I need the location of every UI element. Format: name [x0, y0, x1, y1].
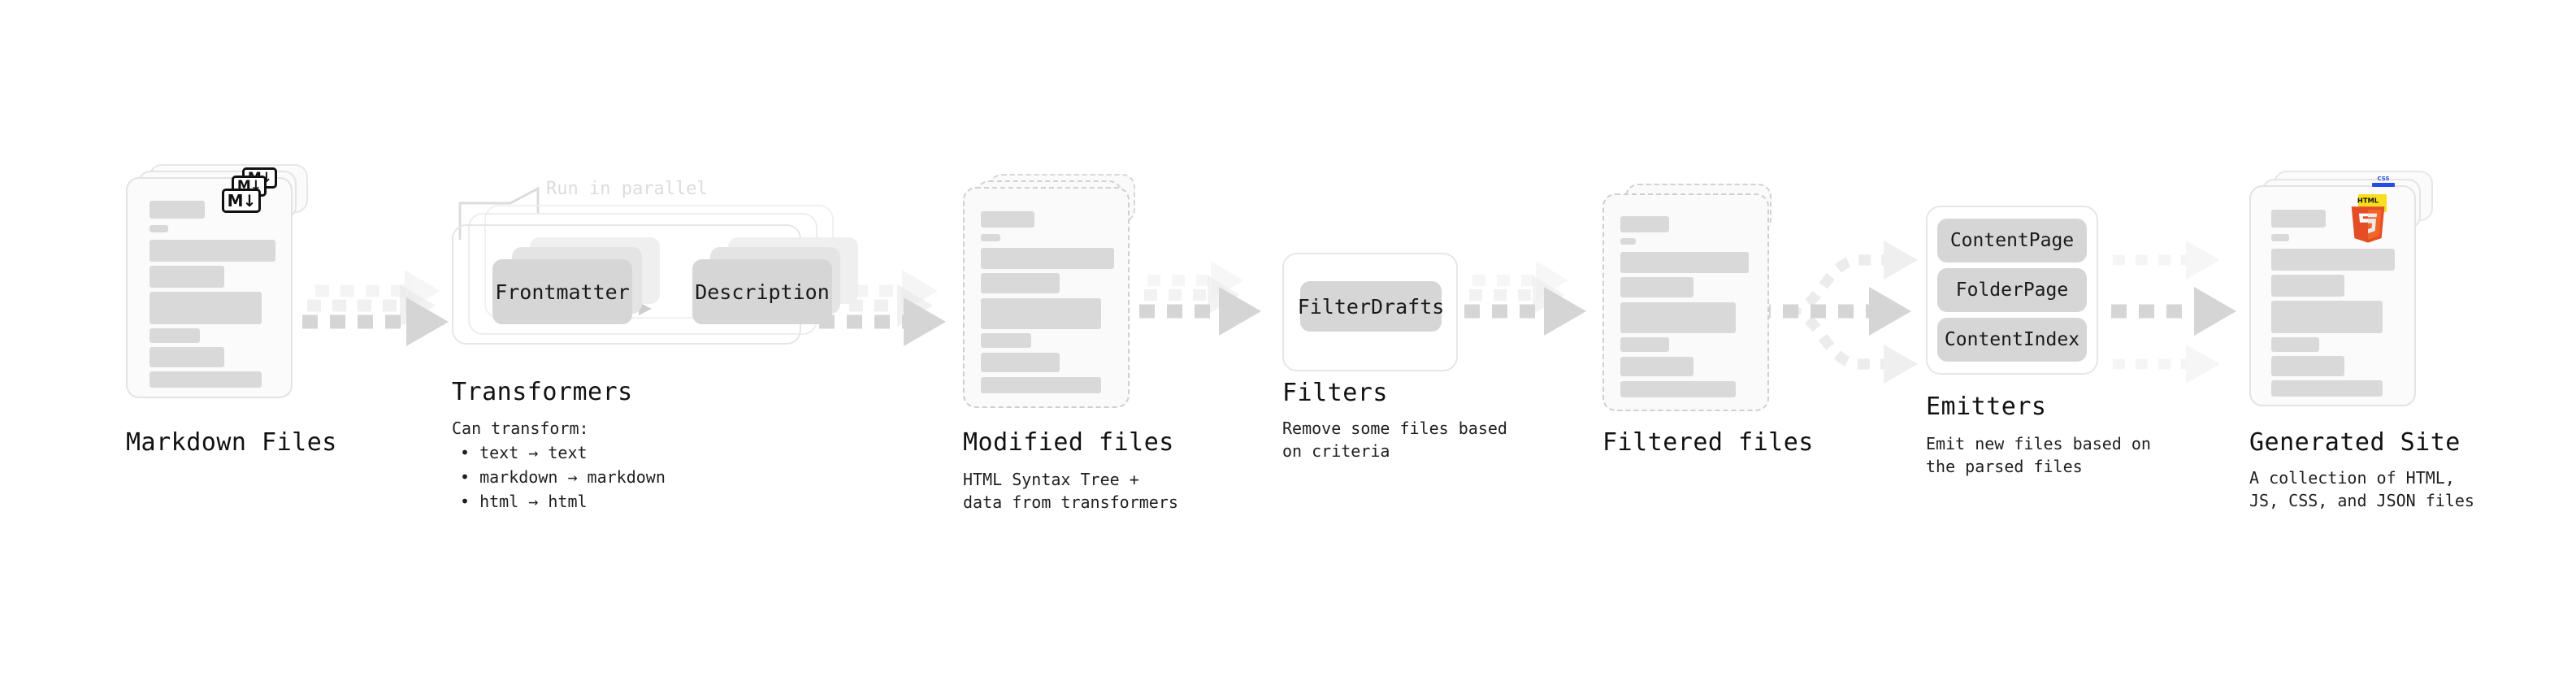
emitters-title: Emitters — [1926, 393, 2047, 421]
markdown-badge-arrow: ↓ — [242, 191, 257, 210]
emitters-subtitle-line-1: Emit new files based on — [1926, 434, 2151, 453]
generated-site-subtitle-line-2: JS, CSS, and JSON files — [2249, 491, 2474, 510]
skeleton-title — [1620, 216, 1669, 232]
skeleton-block-4 — [2271, 337, 2319, 352]
chip-frontmatter[interactable]: Frontmatter — [492, 259, 632, 324]
skeleton-block-2 — [1620, 277, 1693, 297]
generated-site-title: Generated Site — [2249, 428, 2461, 457]
skeleton-subtitle — [150, 225, 168, 232]
skeleton-block-5 — [150, 347, 224, 367]
skeleton-block-6 — [2271, 380, 2383, 397]
chip-contentpage[interactable]: ContentPage — [1937, 219, 2087, 262]
arrow-filters-to-filtered — [1464, 261, 1586, 336]
transformers-bullets: • text → text • markdown → markdown • ht… — [460, 440, 666, 514]
skeleton-subtitle — [1620, 238, 1636, 245]
skeleton-block-3 — [981, 298, 1101, 329]
skeleton-block-2 — [2271, 275, 2344, 297]
chip-folderpage[interactable]: FolderPage — [1937, 268, 2087, 312]
transformers-bullet-2: • html → html — [460, 492, 588, 511]
chip-description[interactable]: Description — [692, 259, 832, 324]
skeleton-block-5 — [2271, 356, 2344, 376]
skeleton-block-2 — [150, 266, 224, 288]
markdown-badge-letter: M — [227, 191, 244, 210]
skeleton-block-2 — [981, 273, 1060, 293]
skeleton-block-3 — [1620, 302, 1736, 333]
filtered-files-stack — [1602, 184, 1781, 421]
css-badge-label: CSS — [2377, 176, 2390, 182]
emitters-group: ContentPage FolderPage ContentIndex — [1926, 206, 2098, 375]
modified-files-title: Modified files — [963, 428, 1174, 457]
transformers-subtitle: Can transform: — [452, 419, 589, 438]
arrow-markdown-to-transformers — [302, 270, 449, 346]
filters-group: FilterDrafts — [1282, 253, 1458, 371]
skeleton-block-6 — [1620, 381, 1736, 397]
skeleton-block-5 — [981, 353, 1060, 372]
skeleton-block-4 — [981, 333, 1031, 348]
html5-badge: HTML — [2348, 195, 2387, 244]
emitters-box — [1926, 206, 2098, 375]
filtered-sheet-front — [1602, 193, 1769, 411]
css-badge: CSS — [2372, 176, 2395, 187]
filters-subtitle-line-1: Remove some files based — [1282, 419, 1507, 438]
site-sheet-front — [2249, 185, 2416, 406]
skeleton-block-4 — [150, 328, 200, 343]
modified-files-subtitle-line-1: HTML Syntax Tree + — [963, 470, 1139, 489]
chip-filterdrafts[interactable]: FilterDrafts — [1298, 281, 1444, 332]
skeleton-block-1 — [2271, 249, 2395, 271]
skeleton-title — [150, 201, 205, 219]
arrow-emitters-to-site — [2111, 241, 2236, 384]
skeleton-block-1 — [150, 240, 275, 262]
markdown-badge: M↓ — [222, 189, 261, 213]
filters-subtitle-line-2: on criteria — [1282, 441, 1390, 461]
skeleton-block-1 — [1620, 252, 1749, 273]
modified-sheet-front — [963, 187, 1130, 408]
arrow-modified-to-filters — [1139, 261, 1261, 336]
skeleton-title — [2271, 210, 2326, 228]
skeleton-block-6 — [150, 371, 262, 388]
skeleton-block-3 — [2271, 301, 2383, 333]
transformers-title: Transformers — [452, 378, 633, 406]
transformers-group: Frontmatter Description — [452, 205, 858, 359]
markdown-sheet-front — [126, 177, 293, 398]
html5-badge-label: HTML — [2357, 197, 2379, 205]
skeleton-block-4 — [1620, 337, 1669, 352]
markdown-files-stack: M↓ M↓ M↓ — [126, 164, 313, 413]
modified-files-subtitle-line-2: data from transformers — [963, 492, 1178, 512]
generated-site-subtitle-line-1: A collection of HTML, — [2249, 468, 2455, 488]
markdown-files-title: Markdown Files — [126, 428, 337, 457]
emitters-subtitle-line-2: the parsed files — [1926, 457, 2083, 476]
skeleton-block-1 — [981, 248, 1114, 269]
skeleton-block-6 — [981, 377, 1101, 393]
skeleton-title — [981, 211, 1034, 228]
filters-box — [1282, 253, 1458, 371]
modified-files-stack — [963, 174, 1142, 414]
filters-title: Filters — [1282, 379, 1388, 407]
skeleton-block-5 — [1620, 357, 1693, 376]
skeleton-subtitle — [2271, 234, 2289, 241]
skeleton-subtitle — [981, 234, 1000, 241]
transformers-bullet-1: • markdown → markdown — [460, 467, 666, 487]
run-in-parallel-label: Run in parallel — [546, 179, 708, 199]
generated-site-stack: CSS HTML — [2249, 171, 2436, 417]
transformers-bullet-0: • text → text — [460, 443, 588, 462]
chip-contentindex[interactable]: ContentIndex — [1937, 318, 2087, 362]
filtered-files-title: Filtered files — [1602, 428, 1814, 457]
skeleton-block-3 — [150, 292, 262, 324]
